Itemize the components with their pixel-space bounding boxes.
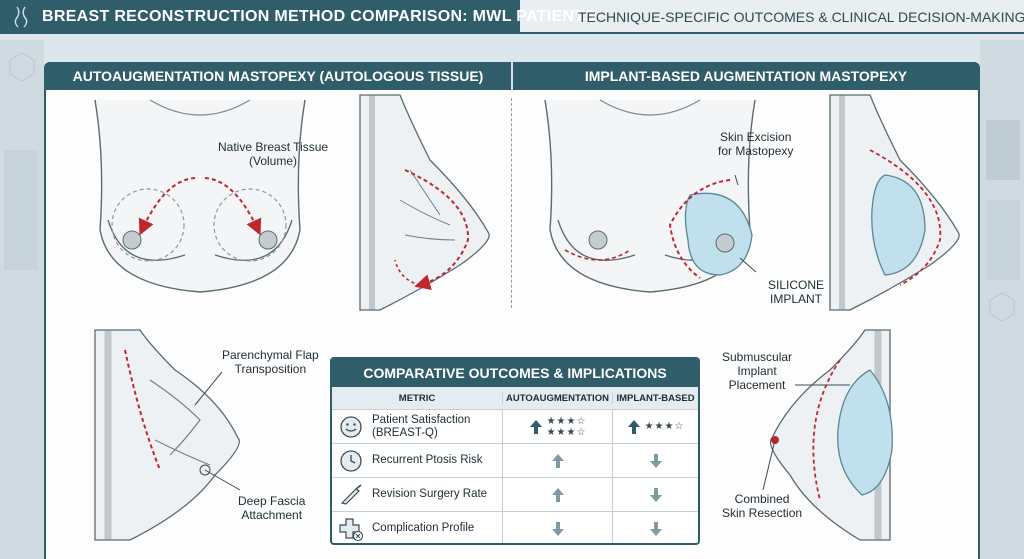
rating-stars: ★★★☆	[644, 421, 685, 432]
rating-stars: ★★★☆	[546, 426, 587, 438]
arrow-up-icon	[627, 419, 640, 434]
row-label: Recurrent Ptosis Risk	[372, 454, 483, 466]
implant-front-view	[544, 99, 757, 293]
comparison-table: COMPARATIVE OUTCOMES & IMPLICATIONS METR…	[330, 357, 700, 545]
table-row: Complication Profile	[332, 511, 698, 543]
submuscular-side-view	[762, 329, 893, 541]
arrow-down-icon	[649, 453, 662, 468]
arrow-down-icon	[649, 521, 662, 536]
table-header-row: METRIC AUTOAUGMENTATION IMPLANT-BASED	[332, 387, 698, 409]
label-submuscular-implant: Submuscular Implant Placement	[722, 350, 793, 392]
clock-icon	[340, 449, 362, 472]
subheader-bar	[520, 0, 1024, 34]
label-skin-excision: Skin Excision for Mastopexy	[718, 130, 794, 158]
table-row: Patient Satisfaction(BREAST-Q) ★★★☆★★★☆ …	[332, 409, 698, 444]
label-deep-fascia: Deep Fascia Attachment	[238, 494, 306, 522]
label-silicone-implant: SILICONE IMPLANT	[768, 278, 825, 306]
autologous-side-view	[359, 94, 490, 311]
page-title: BREAST RECONSTRUCTION METHOD COMPARISON:…	[42, 8, 601, 25]
row-label: Complication Profile	[372, 522, 475, 534]
rating-stars: ★★★☆	[546, 415, 587, 427]
label-native-breast-tissue: Native Breast Tissue (Volume)	[218, 140, 329, 168]
arrow-down-icon	[649, 487, 662, 502]
section-title-autoaugmentation: AUTOAUGMENTATION MASTOPEXY (AUTOLOGOUS T…	[72, 68, 484, 84]
header-divider	[511, 62, 513, 90]
table-title: COMPARATIVE OUTCOMES & IMPLICATIONS	[332, 359, 698, 387]
flap-side-view	[94, 329, 241, 541]
smiley-icon	[340, 415, 362, 438]
row-label: Patient Satisfaction	[372, 413, 471, 426]
arrow-up-icon	[551, 453, 564, 468]
medical-cross-icon	[339, 517, 364, 541]
page-subtitle: TECHNIQUE-SPECIFIC OUTCOMES & CLINICAL D…	[578, 9, 1024, 25]
header-autoaugmentation: AUTOAUGMENTATION	[502, 392, 612, 404]
arrow-down-icon	[551, 521, 564, 536]
header-bar	[0, 0, 560, 34]
row-sublabel: (BREAST-Q)	[372, 426, 438, 439]
header-implant-based: IMPLANT-BASED	[612, 392, 698, 404]
label-combined-skin-resection: Combined Skin Resection	[722, 492, 803, 520]
section-title-implant: IMPLANT-BASED AUGMENTATION MASTOPEXY	[584, 68, 908, 84]
table-row: Revision Surgery Rate	[332, 477, 698, 512]
label-parenchymal-flap: Parenchymal Flap Transposition	[222, 348, 319, 376]
table-row: Recurrent Ptosis Risk	[332, 443, 698, 478]
arrow-up-icon	[551, 487, 564, 502]
arrow-up-icon	[529, 419, 542, 434]
implant-side-view	[829, 94, 960, 311]
autologous-front-view	[94, 99, 306, 293]
row-label: Revision Surgery Rate	[372, 488, 488, 500]
silhouette-logo-icon	[14, 6, 28, 28]
header-metric: METRIC	[398, 392, 436, 404]
scalpel-icon	[340, 483, 362, 505]
section-divider	[511, 98, 512, 308]
